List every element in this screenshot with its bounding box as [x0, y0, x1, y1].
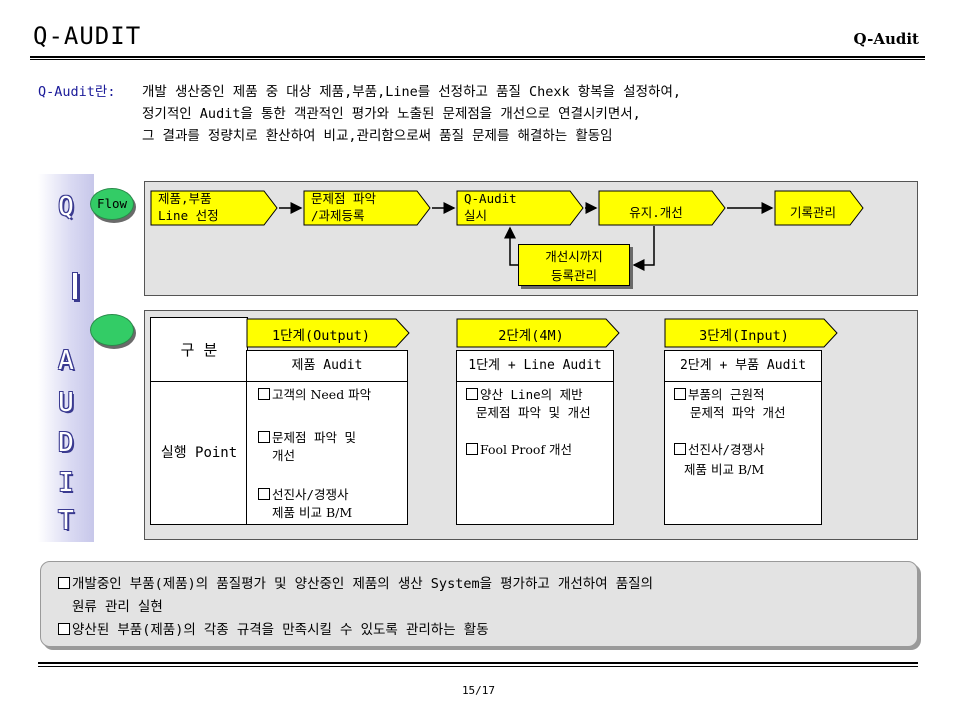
stage-2-header: 2단계(4M) — [456, 318, 620, 348]
stage-3-item-1-line2: 문제적 파악 개선 — [690, 405, 786, 420]
checkbox-icon — [58, 623, 70, 635]
flow-step-2-line2: /과제등록 — [311, 208, 365, 223]
flow-step-3-line1: Q-Audit — [464, 191, 517, 206]
stage-2-body — [456, 381, 614, 525]
sidebar-letter-q: Q — [58, 192, 74, 222]
definition-label: Q-Audit란: — [38, 84, 116, 100]
summary-line-1b: 원류 관리 실현 — [72, 599, 163, 615]
stage-1-item-1: 고객의 Need 파악 — [258, 386, 371, 404]
flow-step-5: 기록관리 — [774, 190, 864, 226]
stage-1-item-2-text: 문제점 파악 및 — [272, 430, 357, 445]
stage-2-item-2: Fool Proof 개선 — [466, 441, 572, 459]
sidebar-letter-t: T — [58, 506, 74, 536]
stage-2-sub-cell: 1단계 + Line Audit — [456, 350, 614, 382]
sidebar-letter-i: I — [58, 468, 74, 498]
stage-1-item-2: 문제점 파악 및 — [258, 429, 356, 447]
definition-line-1: 개발 생산중인 제품 중 대상 제품,부품,Line를 선정하고 품질 Chex… — [142, 84, 681, 100]
stage-3-header: 3단계(Input) — [664, 318, 838, 348]
stage-1-body — [246, 381, 408, 525]
stage-1-sub: 제품 Audit — [291, 358, 363, 373]
flow-step-1: 제품,부품 Line 선정 — [150, 190, 278, 226]
summary-box — [40, 561, 918, 647]
flow-step-2-line1: 문제점 파악 — [311, 191, 377, 206]
stage-2-item-1-text: 양산 Line의 제반 — [480, 387, 583, 402]
sidebar-separator — [72, 272, 78, 300]
stage-2-title: 2단계(4M) — [498, 328, 564, 344]
stages-badge — [90, 314, 134, 346]
title-divider-thin — [30, 59, 925, 60]
sidebar-letter-a: A — [58, 346, 74, 376]
checkbox-icon — [466, 388, 478, 400]
page-number: 15/17 — [461, 684, 496, 697]
definition-line-3: 그 결과를 정량치로 환산하여 비교,관리함으로써 품질 문제를 해결하는 활동… — [142, 128, 613, 144]
checkbox-icon — [58, 577, 70, 589]
sidebar-letter-u: U — [58, 388, 74, 418]
stage-2-sub: 1단계 + Line Audit — [468, 358, 602, 373]
footer-divider — [38, 662, 918, 664]
summary-line-1: 개발중인 부품(제품)의 품질평가 및 양산중인 제품의 생산 System을 … — [58, 572, 653, 592]
point-label: 실행 Point — [160, 445, 238, 461]
flow-step-5-label: 기록관리 — [789, 205, 836, 220]
stage-3-body — [664, 381, 822, 525]
stage-3-item-2-line2: 제품 비교 B/M — [684, 462, 765, 477]
flow-loop-line2: 등록관리 — [550, 268, 597, 283]
stage-1-sub-cell: 제품 Audit — [246, 350, 408, 382]
vertical-title-bar — [38, 174, 94, 542]
stage-3-sub: 2단계 + 부품 Audit — [679, 358, 807, 373]
stage-3-item-1: 부품의 근원적 — [674, 386, 765, 404]
stage-3-title: 3단계(Input) — [699, 328, 789, 344]
flow-step-1-line1: 제품,부품 — [158, 191, 212, 206]
checkbox-icon — [466, 443, 478, 455]
stage-1-item-3: 선진사/경쟁사 — [258, 486, 349, 504]
stage-1-item-1-text: 고객의 Need 파악 — [272, 387, 372, 402]
stage-1-item-3-text: 선진사/경쟁사 — [272, 487, 349, 502]
checkbox-icon — [258, 488, 270, 500]
stage-3-item-1-text: 부품의 근원적 — [688, 387, 765, 402]
summary-line-1-text: 개발중인 부품(제품)의 품질평가 및 양산중인 제품의 생산 System을 … — [72, 576, 653, 592]
title-divider — [30, 56, 925, 58]
flow-step-3: Q-Audit 실시 — [456, 190, 584, 226]
checkbox-icon — [674, 388, 686, 400]
flow-loop-box: 개선시까지 등록관리 — [518, 244, 630, 286]
checkbox-icon — [258, 388, 270, 400]
row-header-label: 구 분 — [180, 341, 218, 359]
stage-1-item-2-line2: 개선 — [272, 448, 296, 463]
sidebar-letter-d: D — [58, 428, 74, 458]
flow-badge: Flow — [90, 188, 134, 220]
stage-3-item-2: 선진사/경쟁사 — [674, 441, 765, 459]
page-title: Q-AUDIT — [33, 22, 142, 50]
flow-step-2: 문제점 파악/과제등록 — [303, 190, 431, 226]
summary-line-2-text: 양산된 부품(제품)의 각종 규격을 만족시킬 수 있도록 관리하는 활동 — [72, 622, 489, 638]
header-title-right: Q-Audit — [853, 30, 919, 48]
definition-line-2: 정기적인 Audit을 통한 객관적인 평가와 노출된 문제점을 개선으로 연결… — [142, 106, 641, 122]
stage-2-item-1-line2: 문제점 파악 및 개선 — [476, 405, 591, 420]
stage-1-title: 1단계(Output) — [272, 328, 370, 344]
point-label-cell: 실행 Point — [150, 381, 248, 525]
summary-line-2: 양산된 부품(제품)의 각종 규격을 만족시킬 수 있도록 관리하는 활동 — [58, 618, 489, 638]
flow-step-3-line2: 실시 — [464, 208, 488, 223]
checkbox-icon — [258, 431, 270, 443]
stage-2-item-2-text: Fool Proof 개선 — [480, 442, 573, 457]
row-header-cell: 구 분 — [150, 317, 248, 383]
stage-3-sub-cell: 2단계 + 부품 Audit — [664, 350, 822, 382]
flow-loop-line1: 개선시까지 — [545, 249, 603, 264]
stage-1-item-3-line2: 제품 비교 B/M — [272, 505, 353, 520]
flow-step-4-label: 유지.개선 — [629, 205, 683, 220]
stage-2-item-1: 양산 Line의 제반 — [466, 386, 583, 404]
flow-step-1-line2: Line 선정 — [158, 208, 219, 223]
stage-1-header: 1단계(Output) — [246, 318, 410, 348]
checkbox-icon — [674, 443, 686, 455]
footer-divider-thin — [38, 666, 918, 667]
stage-3-item-2-text: 선진사/경쟁사 — [688, 442, 765, 457]
flow-step-4: 유지.개선 — [598, 190, 726, 226]
